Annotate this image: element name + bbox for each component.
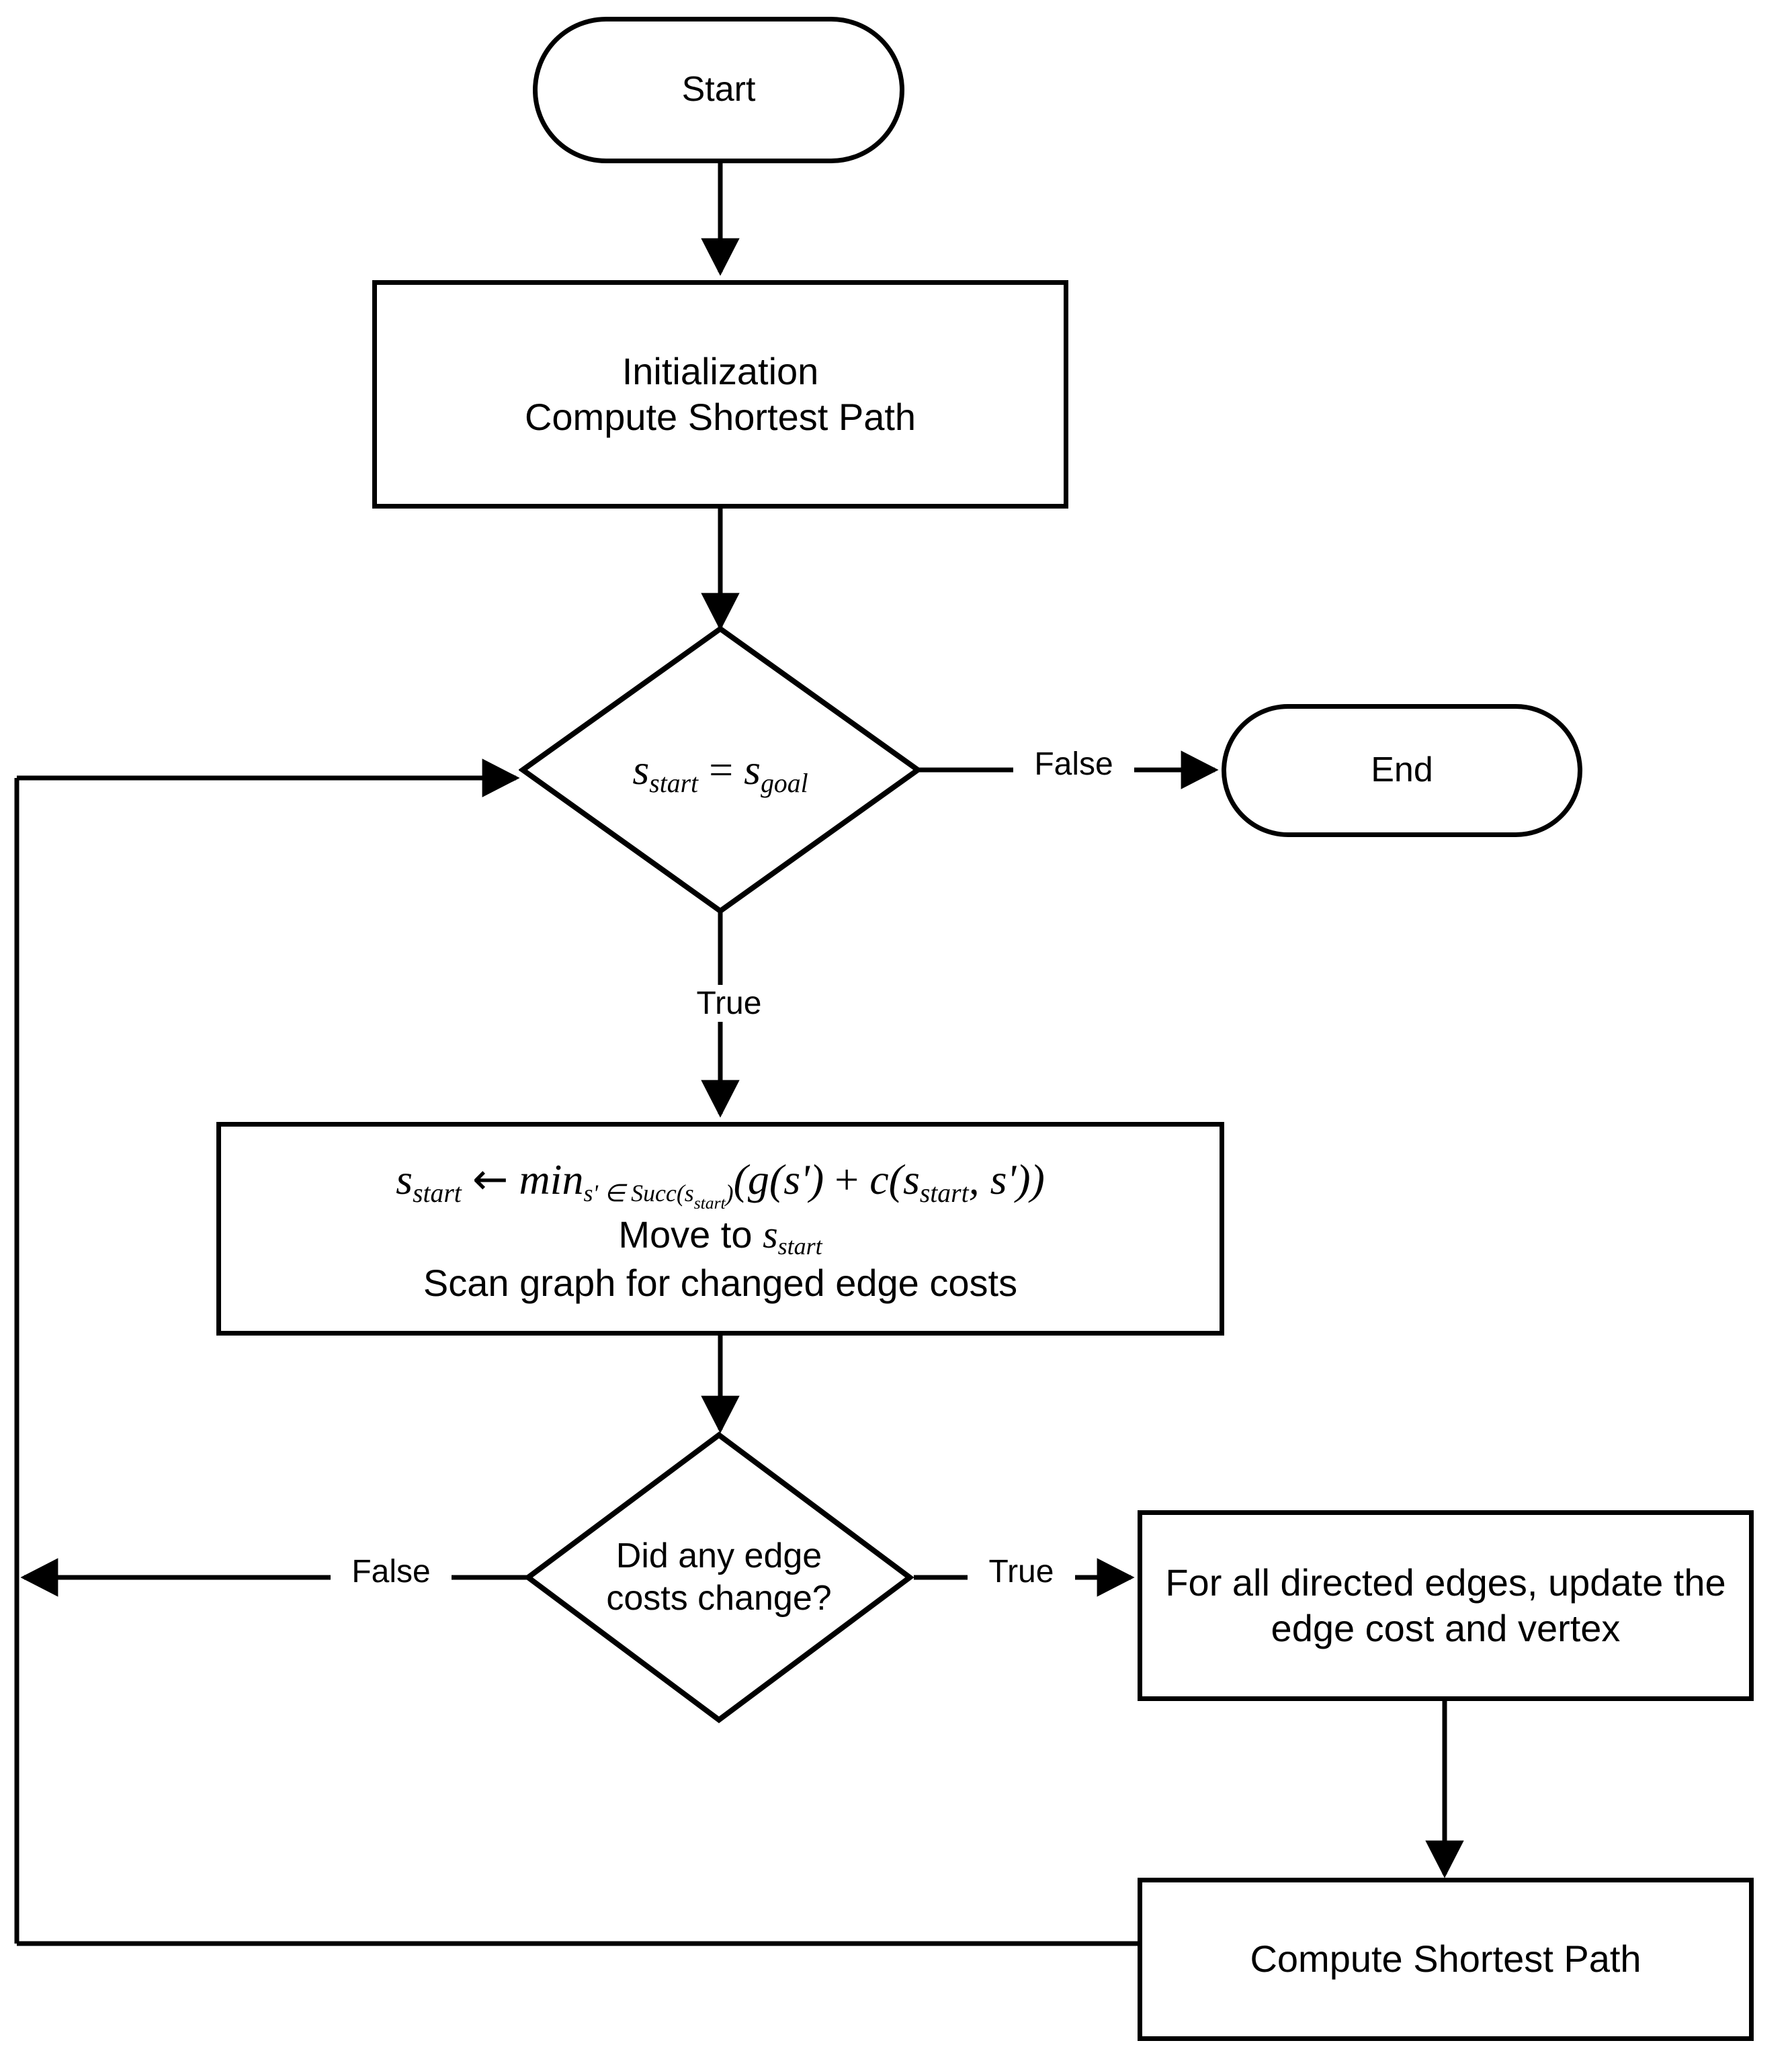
formula-c-sub: start [919, 1178, 969, 1209]
node-start-label: Start [681, 70, 756, 110]
node-decision-goal-text: sstart = sgoal [519, 625, 922, 915]
node-update-edges-text: For all directed edges, update the edge … [1142, 1560, 1749, 1652]
node-initialization[interactable]: Initialization Compute Shortest Path [372, 280, 1068, 509]
node-compute-shortest-path[interactable]: Compute Shortest Path [1138, 1878, 1754, 2041]
node-compute-shortest-path-label: Compute Shortest Path [1250, 1938, 1641, 1981]
edge-label-edges-true-text: True [988, 1554, 1054, 1590]
decision-edges-shape [524, 1432, 914, 1723]
formula-plus: + [835, 1156, 859, 1204]
move-step-line2-prefix: Move to [618, 1213, 763, 1256]
edge-label-edges-true: True [968, 1553, 1075, 1590]
edge-label-goal-false-text: False [1034, 746, 1113, 782]
edge-label-goal-false: False [1013, 746, 1134, 783]
decision-goal-expression: sstart = sgoal [632, 745, 808, 798]
node-start[interactable]: Start [533, 17, 904, 163]
move-step-line2-sub: start [777, 1233, 822, 1260]
node-initialization-line1: Initialization [622, 349, 819, 392]
move-step-line2-var: s [763, 1213, 778, 1257]
formula-g: g(s') [747, 1156, 824, 1204]
node-move-step[interactable]: sstart ← mins' ∈ Succ(sstart)(g(s') + c(… [216, 1122, 1224, 1336]
node-move-step-text: sstart ← mins' ∈ Succ(sstart)(g(s') + c(… [221, 1151, 1220, 1306]
formula-lhs-var: s [396, 1156, 413, 1204]
move-step-line2: Move to sstart [221, 1211, 1220, 1260]
node-decision-edges[interactable]: Did any edge costs change? [524, 1431, 914, 1724]
formula-body-open: ( [733, 1156, 748, 1204]
node-decision-goal[interactable]: sstart = sgoal [519, 625, 922, 915]
move-step-line3: Scan graph for changed edge costs [423, 1262, 1018, 1305]
node-end[interactable]: End [1222, 704, 1582, 837]
expr-lhs-sub: start [649, 768, 699, 798]
formula-body-close: ) [1030, 1156, 1045, 1204]
formula-min-sub: s' ∈ Succ(s [583, 1180, 694, 1207]
formula-c-open: c(s [869, 1156, 920, 1204]
expr-lhs-var: s [632, 746, 650, 793]
move-step-formula: sstart ← mins' ∈ Succ(sstart)(g(s') + c(… [221, 1155, 1220, 1213]
node-update-edges[interactable]: For all directed edges, update the edge … [1138, 1510, 1754, 1701]
node-initialization-text: Initialization Compute Shortest Path [377, 349, 1064, 441]
expr-rhs-sub: goal [761, 768, 808, 798]
edge-label-edges-false-text: False [351, 1554, 431, 1590]
node-end-label: End [1371, 750, 1433, 790]
formula-min-sub-sub: start [693, 1193, 726, 1213]
edge-label-goal-true: True [675, 985, 783, 1022]
decision-edges-line2: costs change? [606, 1579, 832, 1618]
update-edges-line2: edge cost and vertex [1271, 1607, 1621, 1649]
formula-c-mid: , s') [968, 1156, 1031, 1204]
expr-operator: = [709, 746, 734, 793]
formula-arrow: ← [472, 1155, 509, 1205]
formula-min: min [519, 1156, 584, 1204]
decision-goal-shape [519, 625, 922, 914]
update-edges-line1: For all directed edges, update the [1165, 1561, 1726, 1604]
formula-min-sub-close: ) [725, 1180, 734, 1207]
expr-rhs-var: s [744, 746, 761, 793]
edge-label-goal-true-text: True [696, 986, 762, 1021]
formula-lhs-sub: start [413, 1178, 462, 1209]
node-initialization-line2: Compute Shortest Path [524, 396, 916, 438]
node-decision-edges-text: Did any edge costs change? [524, 1431, 914, 1724]
edge-label-edges-false: False [331, 1553, 452, 1590]
decision-edges-line1: Did any edge [615, 1536, 822, 1575]
